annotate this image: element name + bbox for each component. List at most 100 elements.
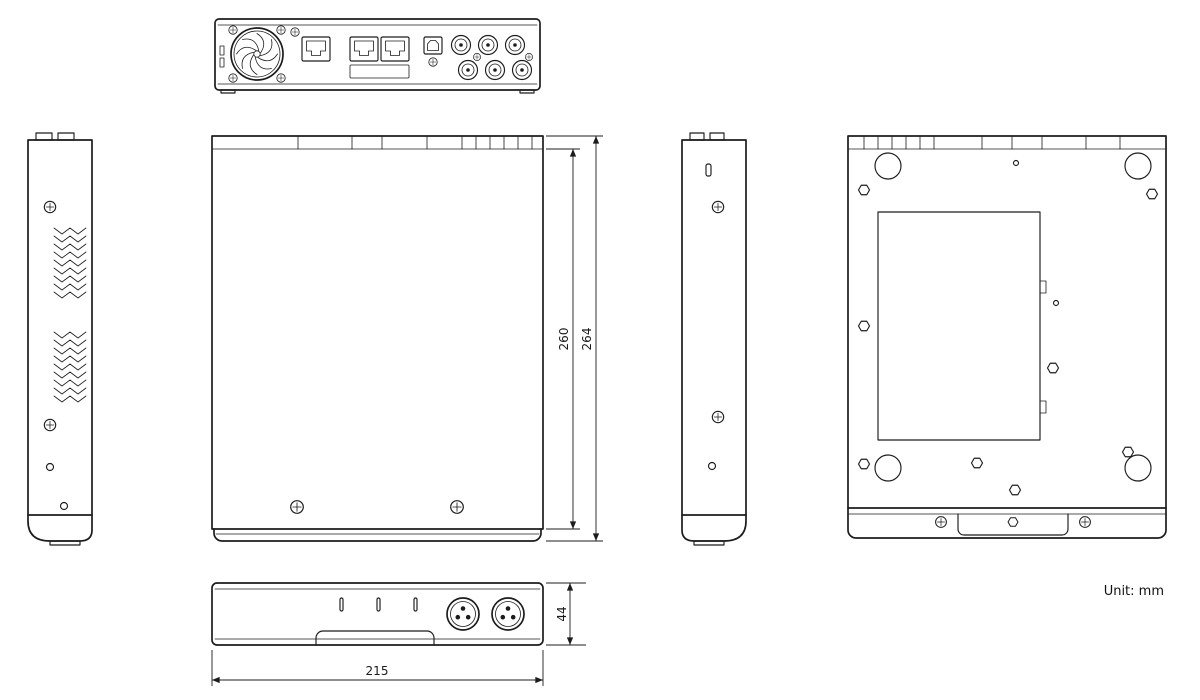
rear-foot bbox=[220, 89, 236, 94]
ethernet-port bbox=[380, 36, 410, 62]
rca-jack bbox=[504, 34, 526, 56]
dimension-label-264: 264 bbox=[580, 328, 594, 351]
front-tray-bump bbox=[315, 630, 435, 646]
rca-jack bbox=[511, 59, 533, 81]
cover-plate bbox=[877, 211, 1041, 441]
indicator-slot bbox=[339, 597, 344, 612]
mounting-bracket bbox=[957, 513, 1069, 536]
foot bbox=[1124, 152, 1152, 180]
extension-lines bbox=[546, 135, 603, 542]
top-tab bbox=[35, 132, 53, 141]
rca-jack bbox=[450, 34, 472, 56]
side-panel-outline bbox=[681, 139, 747, 516]
side-panel-outline bbox=[27, 139, 93, 516]
hex-screw bbox=[1121, 446, 1135, 458]
indicator-slot bbox=[413, 597, 418, 612]
rear-left-slot bbox=[219, 45, 225, 56]
small-hole bbox=[59, 501, 69, 511]
fan-grille bbox=[230, 27, 284, 81]
dimension-label-44: 44 bbox=[555, 606, 569, 621]
small-hole bbox=[1052, 299, 1060, 307]
rear-view bbox=[214, 18, 541, 94]
screw-icon bbox=[228, 25, 238, 35]
dimension-260: 260 bbox=[546, 148, 580, 530]
hex-screw bbox=[857, 184, 871, 196]
screw-icon bbox=[276, 73, 286, 83]
front-view bbox=[211, 582, 544, 646]
screw-icon bbox=[228, 73, 238, 83]
vent-grille bbox=[53, 331, 87, 403]
ethernet-port bbox=[301, 36, 331, 62]
screw-icon bbox=[276, 25, 286, 35]
screw-icon bbox=[290, 500, 304, 514]
screw-icon bbox=[43, 200, 57, 214]
foot bbox=[874, 152, 902, 180]
cover-plate-tab bbox=[1039, 400, 1047, 414]
screw-icon bbox=[935, 516, 947, 528]
screw-icon bbox=[473, 53, 481, 61]
hex-screw bbox=[1008, 484, 1022, 496]
dimension-44: 44 bbox=[546, 582, 586, 646]
foot bbox=[874, 454, 902, 482]
side-panel-foot-outline bbox=[681, 514, 747, 542]
usb-port bbox=[423, 36, 443, 55]
bottom-view-outline bbox=[847, 135, 1167, 509]
dimension-264: 264 bbox=[546, 135, 603, 542]
screw-icon bbox=[290, 27, 300, 37]
top-tab bbox=[57, 132, 75, 141]
front-panel-outline bbox=[211, 582, 544, 646]
indicator-slots bbox=[339, 597, 418, 612]
screw-icon bbox=[711, 410, 725, 424]
top-tab bbox=[709, 132, 725, 141]
screw-icon bbox=[428, 57, 438, 67]
small-hole bbox=[1012, 159, 1020, 167]
rca-jack bbox=[477, 34, 499, 56]
rear-foot bbox=[519, 89, 535, 94]
port-label-plate bbox=[349, 64, 410, 79]
dimension-label-260: 260 bbox=[557, 328, 571, 351]
rear-left-slot bbox=[219, 57, 225, 68]
rear-panel-outline bbox=[214, 18, 541, 91]
hex-screw bbox=[1046, 362, 1060, 374]
screw-icon bbox=[1079, 516, 1091, 528]
ethernet-port bbox=[349, 36, 379, 62]
left-side-view bbox=[27, 132, 93, 546]
rca-jack bbox=[457, 59, 479, 81]
side-panel-foot-outline bbox=[27, 514, 93, 542]
foot-pad bbox=[693, 540, 725, 546]
connector-ticks bbox=[863, 135, 1121, 150]
xlr-connector bbox=[446, 597, 480, 631]
screw-icon bbox=[450, 500, 464, 514]
indicator-slot bbox=[376, 597, 381, 612]
unit-note: Unit: mm bbox=[1104, 584, 1164, 599]
top-view bbox=[211, 135, 544, 542]
foot bbox=[1124, 454, 1152, 482]
small-hole bbox=[707, 461, 717, 471]
extension-lines bbox=[546, 582, 586, 646]
hex-screw bbox=[857, 320, 871, 332]
rear-panel-inner-lines bbox=[217, 24, 538, 85]
front-panel-inner-lines bbox=[214, 588, 541, 640]
screw-icon bbox=[525, 53, 533, 61]
front-bumper-outline bbox=[847, 507, 1167, 539]
small-hole bbox=[45, 462, 55, 472]
hex-screw bbox=[1145, 188, 1159, 200]
hex-screw bbox=[857, 458, 871, 470]
hex-screw bbox=[970, 457, 984, 469]
right-side-view bbox=[681, 132, 747, 546]
screw-icon bbox=[711, 200, 725, 214]
foot-pad bbox=[49, 540, 81, 546]
front-bumper-outline bbox=[213, 528, 542, 542]
dimension-215: 215 bbox=[211, 650, 544, 686]
top-tab bbox=[689, 132, 705, 141]
security-slot bbox=[705, 163, 712, 177]
cover-plate-tab bbox=[1039, 280, 1047, 294]
bottom-view bbox=[847, 135, 1167, 539]
rca-jack bbox=[484, 59, 506, 81]
top-view-outline bbox=[211, 135, 544, 530]
hex-screw bbox=[1007, 517, 1019, 527]
vent-grille bbox=[53, 227, 87, 299]
screw-icon bbox=[43, 418, 57, 432]
